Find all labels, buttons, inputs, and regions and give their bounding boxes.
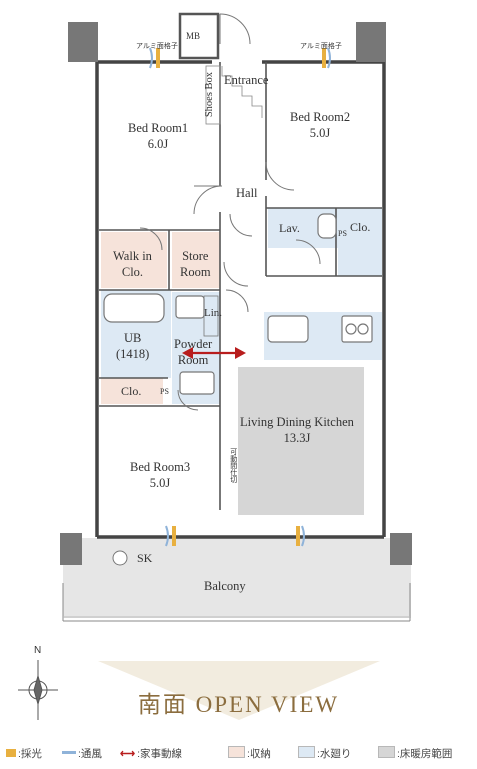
balcony-floor xyxy=(63,538,411,618)
legend-storage: :収納 xyxy=(228,746,271,761)
partition-note: 可動間仕切 xyxy=(229,448,237,483)
lin-label: Lin. xyxy=(204,307,223,319)
storage-zones xyxy=(101,232,220,404)
window-grille-left-label: アルミ面格子 xyxy=(136,43,178,50)
lin-cabinet xyxy=(203,295,219,337)
ps-lav-label: PS xyxy=(338,229,347,238)
kitchen-sink xyxy=(267,315,373,343)
legend-light: :採光 xyxy=(6,746,42,761)
compass-north-label: N xyxy=(34,645,42,656)
hall-label: Hall xyxy=(236,186,258,200)
washbasin xyxy=(175,295,215,395)
ps-hall-label: PS xyxy=(160,387,169,396)
view-fan xyxy=(98,661,380,720)
compass-rose xyxy=(18,660,58,720)
entrance-label: Entrance xyxy=(224,73,269,87)
clo-lav-label: Clo. xyxy=(350,220,371,234)
view-label: 南面 OPEN VIEW xyxy=(137,692,340,717)
legend-wind: :通風 xyxy=(62,746,102,761)
door-swings xyxy=(139,13,321,411)
pillars xyxy=(68,22,386,62)
sk-sink xyxy=(112,550,128,566)
window-grille-right-label: アルミ面格子 xyxy=(300,43,342,50)
chores-route-arrow xyxy=(182,347,246,359)
sk-label: SK xyxy=(137,551,153,565)
light-markers xyxy=(156,48,326,546)
toilet xyxy=(317,213,337,239)
shoes-box-label: Shoes Box xyxy=(204,71,216,118)
floor-heating-zone xyxy=(238,367,364,515)
bathtub xyxy=(103,293,165,323)
legend: :採光 :通風 ⟷:家事動線 :収納 :水廻り :床暖房範囲 xyxy=(4,742,474,764)
balcony-label: Balcony xyxy=(204,579,246,593)
clo-hall-label: Clo. xyxy=(121,384,142,398)
legend-water: :水廻り xyxy=(298,746,351,761)
outer-walls xyxy=(95,60,386,539)
ub-label: UB(1418) xyxy=(116,331,150,361)
lav-label: Lav. xyxy=(279,221,300,235)
legend-floor-heating: :床暖房範囲 xyxy=(378,746,452,761)
wind-markers xyxy=(149,47,331,547)
legend-chores: ⟷:家事動線 xyxy=(120,748,182,760)
mb-label: MB xyxy=(186,31,201,41)
